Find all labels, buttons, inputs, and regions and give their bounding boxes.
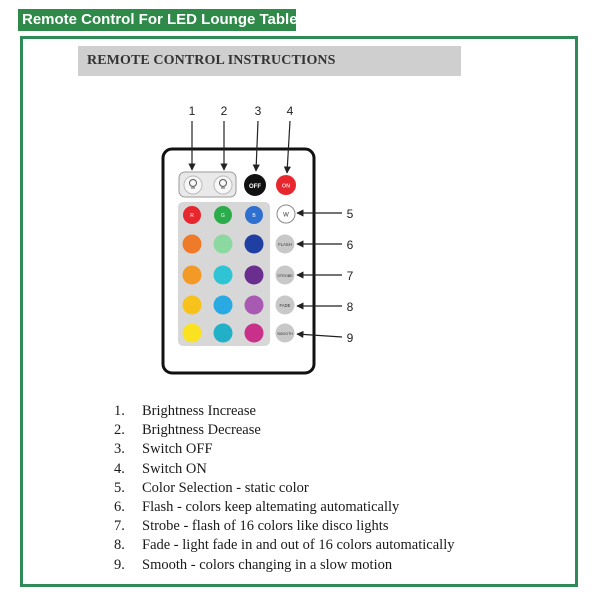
list-number: 4. — [114, 460, 125, 477]
smooth-label: SMOOTH — [277, 332, 293, 336]
color-button-navy[interactable] — [244, 234, 264, 254]
blue-label: B — [252, 213, 256, 219]
section-title: REMOTE CONTROL INSTRUCTIONS — [78, 46, 461, 76]
color-button-magenta[interactable] — [244, 323, 264, 343]
list-text: Strobe - flash of 16 colors like disco l… — [142, 518, 389, 535]
side-callouts: 5 6 7 8 9 — [296, 207, 354, 345]
list-number: 8. — [114, 537, 125, 554]
list-text: Switch ON — [142, 460, 207, 477]
fade-label: FADE — [280, 303, 291, 308]
list-item: 4. Switch ON — [114, 460, 454, 479]
list-text: Switch OFF — [142, 441, 213, 458]
flash-button[interactable]: FLASH — [275, 234, 295, 254]
color-button-violet[interactable] — [244, 295, 264, 315]
callout-3-arrow — [252, 120, 260, 172]
callout-2: 2 — [221, 104, 228, 118]
callout-8: 8 — [347, 300, 354, 314]
brightness-buttons-panel — [178, 171, 237, 198]
fade-button[interactable]: FADE — [275, 295, 295, 315]
green-label: G — [221, 213, 225, 219]
page-title: Remote Control For LED Lounge Table — [18, 9, 296, 31]
color-button-purple[interactable] — [244, 265, 264, 285]
list-text: Fade - light fade in and out of 16 color… — [142, 537, 455, 554]
bulb-icon — [219, 179, 227, 189]
flash-label: FLASH — [278, 242, 292, 247]
callout-6: 6 — [347, 238, 354, 252]
color-button-cyan[interactable] — [213, 323, 233, 343]
blue-button[interactable]: B — [245, 206, 263, 224]
callout-9: 9 — [347, 331, 354, 345]
color-button-sky[interactable] — [213, 295, 233, 315]
brightness-increase-button[interactable] — [183, 175, 203, 195]
color-button-teal[interactable] — [213, 265, 233, 285]
list-text: Brightness Decrease — [142, 422, 261, 439]
list-text: Brightness Increase — [142, 403, 256, 419]
callout-9-arrow — [296, 330, 343, 339]
callout-1: 1 — [189, 104, 196, 118]
white-button[interactable]: W — [276, 204, 296, 224]
list-item: 8. Fade - light fade in and out of 16 col… — [114, 536, 454, 555]
list-number: 2. — [114, 422, 125, 439]
list-number: 7. — [114, 518, 125, 535]
callout-4: 4 — [287, 104, 294, 118]
color-button-yellow-orange[interactable] — [182, 295, 202, 315]
list-item: 5. Color Selection - static color — [114, 479, 454, 498]
list-item: 9. Smooth - colors changing in a slow mot… — [114, 556, 454, 575]
bulb-icon — [189, 179, 197, 189]
top-callouts: 1 2 3 4 — [188, 104, 294, 174]
list-item: 1. Brightness Increase — [114, 402, 454, 421]
list-text: Flash - colors keep altemating automatic… — [142, 498, 400, 515]
list-item: 3. Switch OFF — [114, 440, 454, 459]
red-button[interactable]: R — [183, 206, 201, 224]
list-item: 6. Flash - colors keep altemating automat… — [114, 498, 454, 517]
off-label: OFF — [249, 184, 261, 190]
strobe-button[interactable]: STROBE — [275, 265, 295, 285]
list-text: Smooth - colors changing in a slow motio… — [142, 556, 393, 573]
off-button[interactable]: OFF — [244, 174, 266, 196]
green-button[interactable]: G — [214, 206, 232, 224]
red-label: R — [190, 213, 194, 219]
callout-3: 3 — [255, 104, 262, 118]
on-label: ON — [282, 184, 290, 190]
strobe-label: STROBE — [277, 274, 293, 278]
callout-4-arrow — [283, 120, 291, 174]
list-item: 7. Strobe - flash of 16 colors like disco… — [114, 517, 454, 536]
brightness-decrease-button[interactable] — [213, 175, 233, 195]
on-button[interactable]: ON — [276, 175, 296, 195]
list-text: Color Selection - static color — [142, 479, 309, 496]
list-item: 2. Brightness Decrease — [114, 421, 454, 440]
callout-5: 5 — [347, 207, 354, 221]
color-buttons: R G B — [182, 206, 264, 343]
color-button-amber[interactable] — [182, 265, 202, 285]
color-button-yellow[interactable] — [182, 323, 202, 343]
white-label: W — [283, 213, 289, 219]
color-button-light-green[interactable] — [213, 234, 233, 254]
list-number: 1. — [114, 403, 125, 419]
content-frame — [20, 36, 578, 587]
color-button-orange[interactable] — [182, 234, 202, 254]
callout-7: 7 — [347, 269, 354, 283]
list-number: 3. — [114, 441, 125, 458]
list-number: 9. — [114, 556, 125, 573]
list-number: 5. — [114, 479, 125, 496]
list-number: 6. — [114, 498, 125, 515]
instructions-list: 1. Brightness Increase 2. Brightness Decre… — [114, 402, 454, 575]
smooth-button[interactable]: SMOOTH — [275, 323, 295, 343]
